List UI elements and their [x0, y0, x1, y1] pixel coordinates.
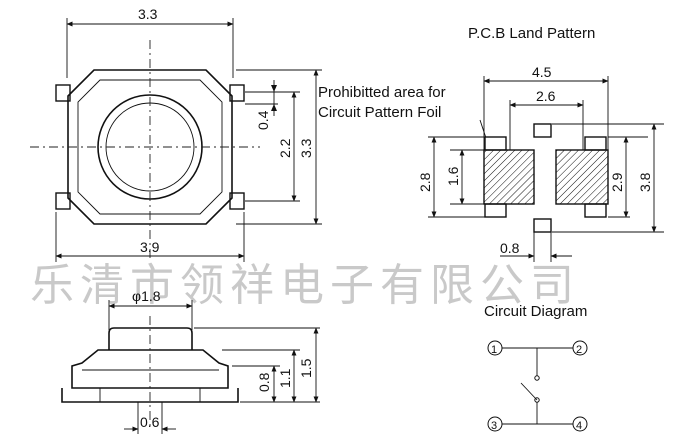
diameter-dim-label: φ1.8 [132, 288, 161, 304]
watermark-text: 乐清市领祥电子有限公司 [30, 260, 580, 311]
side-base [61, 388, 239, 403]
dim-08-side-label: 0.8 [256, 372, 272, 392]
dim-38-label: 3.8 [637, 172, 653, 192]
pin2-label: 2 [576, 344, 582, 356]
dim-28-label: 2.8 [417, 172, 433, 192]
pad-bottom-left [484, 203, 507, 218]
overall-dim-label: 3.9 [140, 239, 160, 255]
switch-contact [520, 382, 538, 401]
pad-top-right [584, 136, 607, 151]
dim-04-label: 0.4 [255, 110, 271, 130]
pcb-land-pattern: P.C.B Land Pattern Prohibitted area for … [318, 25, 664, 262]
dim-08-pcb-label: 0.8 [500, 240, 520, 256]
dim-06-label: 0.6 [140, 414, 160, 430]
dim-16-label: 1.6 [445, 166, 461, 186]
pin1-label: 1 [491, 344, 497, 356]
side-body [71, 349, 229, 389]
circuit-diagram: Circuit Diagram 1 2 3 4 [484, 303, 588, 432]
pad-bottom-center [533, 218, 552, 233]
actuator-profile [108, 327, 193, 350]
pin3-label: 3 [491, 420, 497, 432]
prohibited-area-left [483, 149, 535, 205]
pin4-marker [572, 416, 588, 432]
switch-body-inner [77, 79, 223, 215]
pad-top-center [533, 123, 552, 138]
top-view: 3.3 0.4 2.2 3.3 3.9 [30, 6, 322, 262]
prohibit-label-line1: Prohibitted area for [318, 84, 446, 101]
pin2-marker [572, 340, 588, 356]
side-view: φ1.8 0.8 1.1 1.5 0.6 [61, 288, 320, 434]
pin1-marker [487, 340, 503, 356]
dim-11-label: 1.1 [277, 368, 293, 388]
pin3-marker [487, 416, 503, 432]
pin4-label: 4 [576, 420, 582, 432]
pad-bottom-right [584, 203, 607, 218]
dim-26-label: 2.6 [536, 88, 556, 104]
dim-29-label: 2.9 [609, 172, 625, 192]
dim-15-label: 1.5 [298, 358, 314, 378]
pcb-title: P.C.B Land Pattern [468, 25, 595, 42]
width-dim-label: 3.3 [138, 6, 158, 22]
dim-22-label: 2.2 [277, 138, 293, 158]
switch-body-outline [67, 69, 233, 225]
pad-top-left [484, 136, 507, 151]
circuit-title: Circuit Diagram [484, 303, 587, 320]
dim-33-label: 3.3 [298, 138, 314, 158]
dim-45-label: 4.5 [532, 64, 552, 80]
prohibit-label-line2: Circuit Pattern Foil [318, 104, 441, 121]
prohibited-area-right [555, 149, 609, 205]
